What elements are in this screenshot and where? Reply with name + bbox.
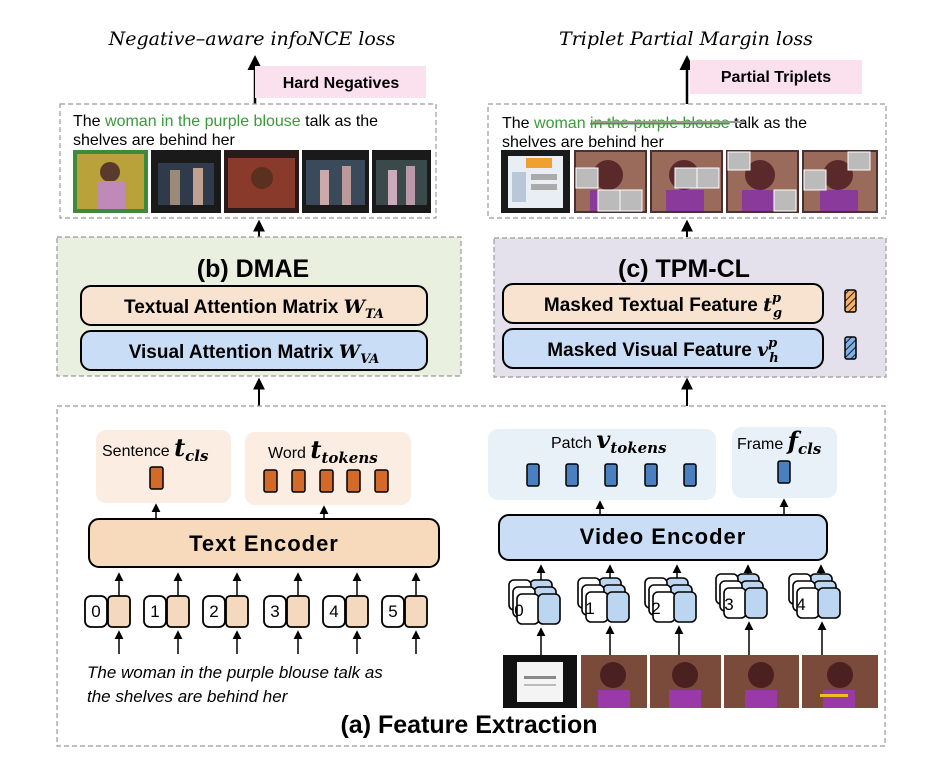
visual-attention-box [80,330,428,371]
input-video-frames [503,655,878,708]
tpmcl-title: (c) TPM-CL [618,255,750,283]
hard-negatives-label: Hard Negatives [283,75,400,92]
sentence-label: Sentence tcls [102,433,209,465]
video-frame-index-0: 0 [514,601,523,620]
word-label: Word ttokens [268,435,378,467]
video-frame-index-3: 3 [724,595,733,614]
caption-right-highlight: woman [533,115,586,132]
negative-aware-loss-title: Negative–aware infoNCE loss [108,28,396,50]
text-input-arrows [114,572,421,654]
word-feature-box [245,432,411,505]
textual-attention-box [80,285,428,326]
patch-label: Patch vtokens [551,425,667,457]
video-input-arrows [536,564,827,655]
dmae-title: (b) DMAE [197,255,309,283]
frame-cls-token [777,460,791,484]
text-token-index-0: 0 [91,602,100,621]
textual-attention-label: Textual Attention Matrix WTA [124,296,384,322]
patch-token-features [526,463,697,487]
sentence-cls-token [149,466,164,490]
caption-left-highlight: woman in the purple blouse [104,113,301,130]
text-encoder [88,518,440,568]
caption-left-line2: shelves are behind her [73,132,236,149]
caption-right-line2: shelves are behind her [502,134,665,151]
text-token-index-3: 3 [270,602,279,621]
triplet-partial-margin-loss-title: Triplet Partial Margin loss [559,28,813,50]
video-frame-index-4: 4 [796,595,805,614]
text-encoder-label: Text Encoder [189,531,339,556]
text-token-inputs [84,595,428,628]
video-frame-index-1: 1 [585,599,594,618]
feature-extraction-title: (a) Feature Extraction [340,711,597,739]
frame-label: Frame fcls [737,426,822,458]
text-token-index-5: 5 [388,602,397,621]
video-frame-index-2: 2 [651,599,660,618]
masked-textual-hatch-icon [844,289,857,313]
sentence-feature-box [96,430,231,503]
video-frames-left [73,150,431,213]
input-text-line2: the shelves are behind her [87,687,289,706]
visual-attention-label: Visual Attention Matrix WVA [129,341,380,367]
word-token-features [263,469,389,493]
caption-right: The woman in the purple blouse talk as t… [502,115,807,132]
input-text-line1: The woman in the purple blouse talk as [87,663,383,682]
hard-negatives-tag [255,66,426,98]
video-encoder [498,514,828,561]
partial-triplets-label: Partial Triplets [721,69,831,86]
masked-visual-hatch-icon [844,336,857,360]
video-token-inputs [508,573,841,625]
caption-left: The woman in the purple blouse talk as t… [73,113,378,130]
masked-textual-box [502,283,824,324]
video-encoder-label: Video Encoder [580,524,747,549]
text-token-index-1: 1 [150,602,159,621]
partial-triplets-tag [690,60,862,94]
video-frames-right [501,150,878,213]
text-token-index-2: 2 [209,602,218,621]
text-token-index-4: 4 [329,602,338,621]
patch-feature-box [488,429,716,500]
caption-right-struck: in the purple blouse [590,115,730,132]
masked-visual-box [502,328,824,369]
